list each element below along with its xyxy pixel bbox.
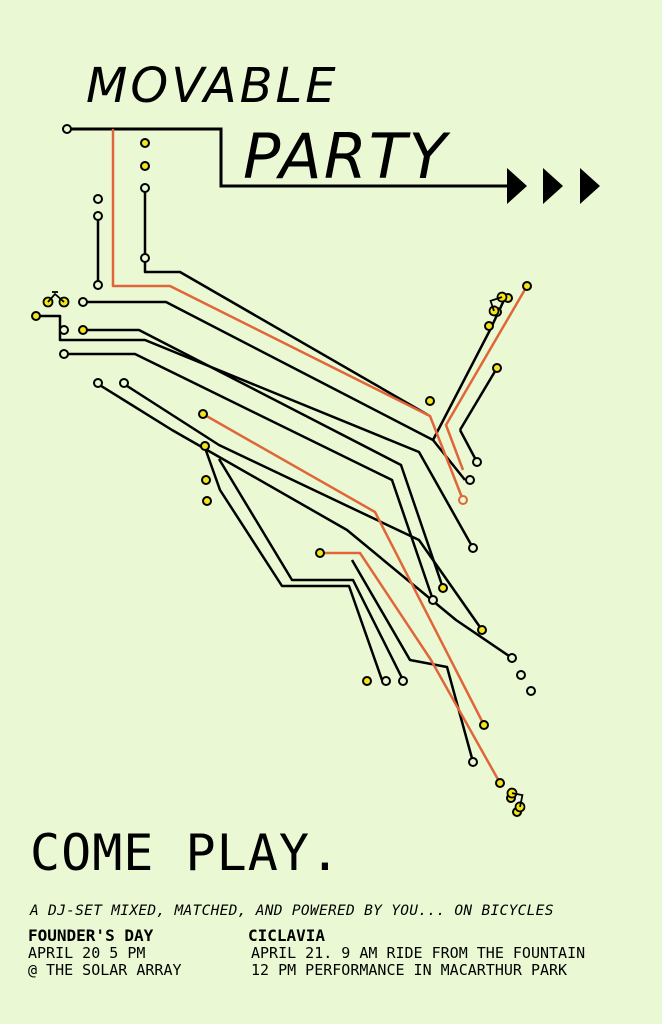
event-founders-day: FOUNDER'S DAY APRIL 20 5 PM @ THE SOLAR … xyxy=(28,927,182,980)
title-movable: MOVABLE xyxy=(86,58,339,114)
event-time: APRIL 20 5 PM xyxy=(28,943,146,962)
bicycle-icon xyxy=(42,291,70,308)
headline: COME PLAY. xyxy=(30,824,342,882)
event-time: APRIL 21. 9 AM RIDE FROM THE FOUNTAIN xyxy=(251,943,586,962)
event-ciclavia: CICLAVIA APRIL 21. 9 AM RIDE FROM THE FO… xyxy=(248,927,585,980)
orange-traces xyxy=(111,129,529,784)
event-name: FOUNDER'S DAY xyxy=(28,926,154,945)
title-party: PARTY xyxy=(243,120,449,193)
bicycle-icon xyxy=(488,291,508,317)
tagline: A DJ-SET MIXED, MATCHED, AND POWERED BY … xyxy=(30,903,554,919)
event-location: 12 PM PERFORMANCE IN MACARTHUR PARK xyxy=(251,961,568,979)
event-name: CICLAVIA xyxy=(248,926,326,945)
bicycle-icon xyxy=(506,787,526,813)
black-traces xyxy=(36,188,513,763)
circuit-pads xyxy=(31,124,536,817)
header-trace xyxy=(67,127,510,188)
arrow-icon xyxy=(507,168,600,204)
event-location: @ THE SOLAR ARRAY xyxy=(28,961,182,979)
